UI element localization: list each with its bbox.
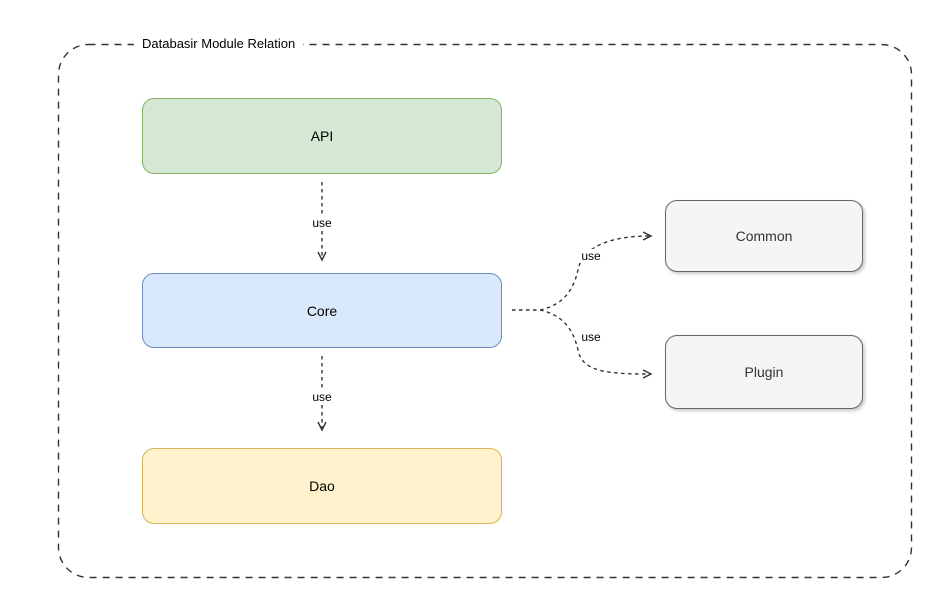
node-api: API: [142, 98, 502, 174]
edge-label-api-core-use: use: [310, 216, 334, 230]
edge-core-plugin: [539, 309, 653, 379]
edge-core-common: [539, 231, 653, 311]
node-plugin: Plugin: [665, 335, 863, 409]
edge-label-core-common-use: use: [579, 249, 603, 263]
node-api-label: API: [310, 128, 334, 144]
node-dao-label: Dao: [309, 478, 335, 494]
node-common-label: Common: [735, 228, 793, 244]
edge-label-core-dao-use: use: [310, 390, 334, 404]
diagram-frame-border: [57, 43, 913, 579]
diagram-title: Databasir Module Relation: [134, 36, 304, 52]
node-dao: Dao: [142, 448, 502, 524]
node-plugin-label: Plugin: [744, 364, 784, 380]
edge-label-core-plugin-use: use: [579, 330, 603, 344]
node-common: Common: [665, 200, 863, 272]
node-core-label: Core: [306, 302, 338, 319]
node-core: Core: [142, 273, 502, 348]
